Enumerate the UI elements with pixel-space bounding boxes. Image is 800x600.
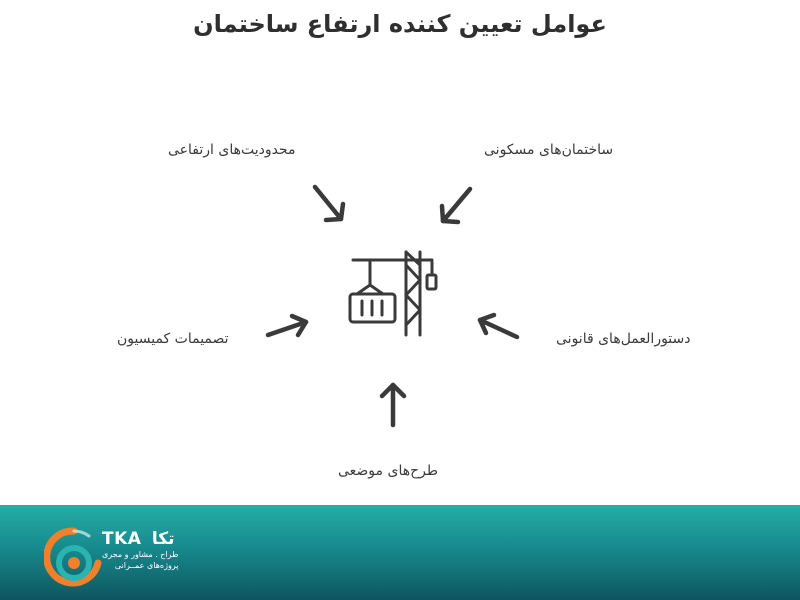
company-logo: TKA تکا طراح . مشاور و مجری پروژه‌های عم… — [44, 523, 184, 589]
footer-banner: TKA تکا طراح . مشاور و مجری پروژه‌های عم… — [0, 505, 800, 600]
crane-container-icon — [348, 250, 438, 337]
logo-brand-latin: TKA — [102, 529, 142, 549]
logo-tagline-line2: پروژه‌های عمــرانی — [114, 561, 179, 570]
factor-commission-decisions: تصمیمات کمیسیون — [117, 331, 229, 347]
factors-diagram — [265, 184, 520, 428]
arrow-icon-right — [477, 312, 520, 340]
page-title: عوامل تعیین کننده ارتفاع ساختمان — [193, 10, 607, 38]
logo-brand-persian: تکا — [151, 529, 175, 549]
arrow-icon-left — [265, 313, 309, 338]
logo-tagline-line1: طراح . مشاور و مجری — [102, 550, 179, 559]
logo-text: TKA تکا طراح . مشاور و مجری پروژه‌های عم… — [102, 529, 178, 571]
factor-residential-buildings: ساختمان‌های مسکونی — [484, 142, 614, 158]
factor-legal-guidelines: دستورالعمل‌های قانونی — [556, 331, 691, 347]
arrow-icon-top-right — [439, 186, 473, 225]
factor-height-limits: محدودیت‌های ارتفاعی — [168, 142, 296, 158]
arrow-icon-bottom — [379, 382, 407, 428]
factor-local-plans: طرح‌های موضعی — [338, 463, 439, 479]
logo-mark-icon — [44, 527, 102, 587]
arrow-icon-top-left — [312, 184, 346, 223]
